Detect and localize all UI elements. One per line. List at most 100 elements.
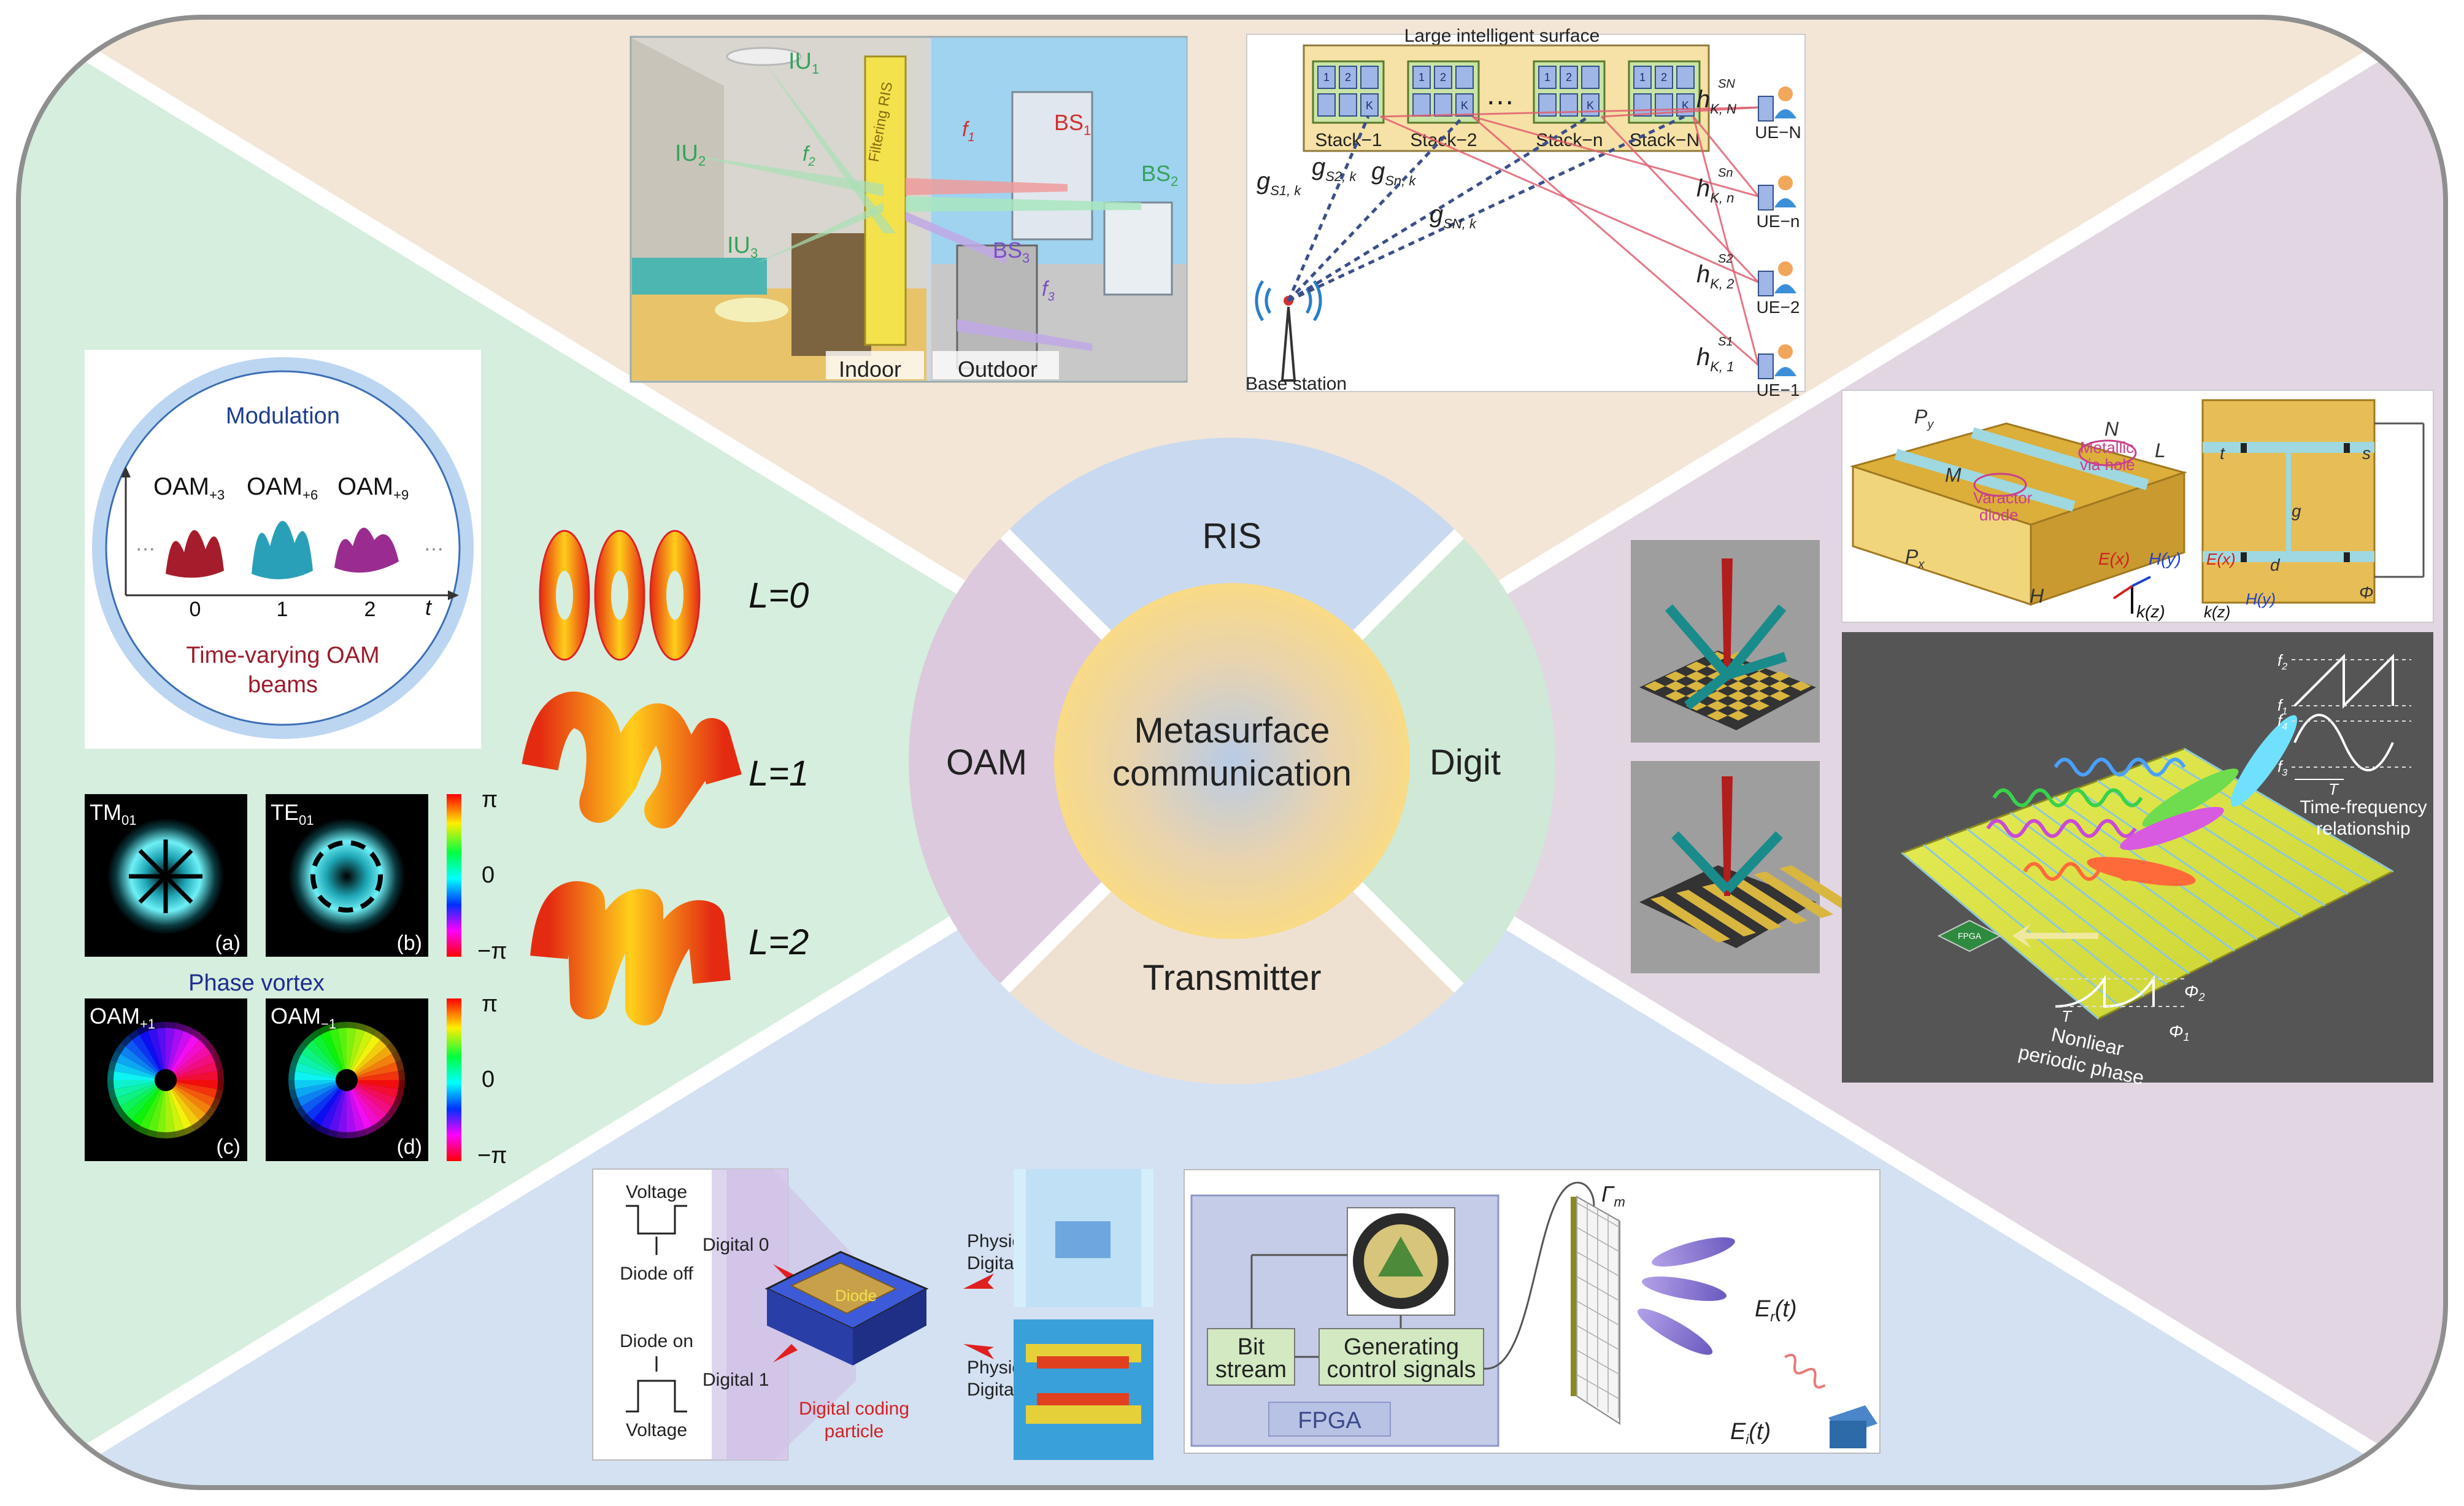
vortex-sector [336, 1022, 347, 1080]
svg-text:Φ1: Φ1 [2169, 1022, 2189, 1043]
ue-label: UE−n [1757, 212, 1800, 231]
gen-control-line1: Generating [1344, 1334, 1459, 1360]
ei-sub: i [1746, 1432, 1749, 1447]
er-label: E [1755, 1296, 1771, 1322]
colorbar-top [447, 794, 461, 957]
mode-panel-tm01: TM01 (a) [85, 794, 247, 957]
vortex-sector [347, 1022, 357, 1080]
bs2-label: BS [1141, 161, 1171, 186]
ue-label: UE−N [1755, 123, 1801, 142]
oam-beam-sub-2: +6 [302, 487, 318, 503]
stack-ellipsis: … [1485, 79, 1515, 111]
phase-2-sub: 2 [2198, 991, 2204, 1003]
tf-f1-sub: 1 [2282, 706, 2287, 717]
h-channel-label: hK, 1 [1696, 344, 1734, 374]
h-label: h [1696, 175, 1710, 202]
cbar2-pi: π [482, 991, 498, 1017]
vortex-sector [302, 1080, 347, 1125]
board-line [1944, 836, 2144, 997]
tf-graph: f2 f1 f4 f3 T Time-frequency relationshi… [2277, 651, 2427, 839]
vortex-sector [166, 1025, 195, 1080]
oam-minus1-label: OAM [271, 1003, 321, 1029]
checker-cell [1769, 691, 1790, 701]
vortex-sector [166, 1070, 224, 1080]
vortex-sector [128, 1029, 166, 1080]
phase-1-label: Φ [2169, 1022, 2183, 1041]
tf-relation-line1: Time-frequency [2300, 797, 2427, 817]
uc-top-ex-label: E(x) [2206, 550, 2236, 568]
digit-time-frequency-panel: FPGA f2 f1 f4 f3 T Time-frequency relati… [1842, 632, 2433, 1089]
transmitter-fpga-panel: Bit stream Generating control signals FP… [1184, 1169, 1881, 1454]
outer-frame [16, 15, 2448, 1490]
stack-element-label: 2 [1440, 71, 1446, 83]
indoor-user-labels: IU1 IU2 IU3 [675, 48, 819, 261]
user-body-icon [1774, 284, 1796, 293]
vortex-sector [288, 1070, 347, 1080]
h-sub: K, N [1710, 101, 1736, 117]
checker-cell [1665, 691, 1686, 701]
svg-text:f2: f2 [2277, 651, 2287, 672]
svg-text:f1: f1 [2277, 696, 2287, 717]
vortex-sector [347, 1029, 385, 1080]
checker-cell [1707, 711, 1728, 720]
oam-minus1-tag: (d) [396, 1135, 422, 1159]
transmitter-coding-panel: Voltage Diode off Diode on Voltage Digit… [592, 1168, 1153, 1461]
striped-surface [1650, 865, 1859, 943]
checker-cell [1769, 671, 1790, 681]
oam-beam-shape-3 [166, 530, 224, 578]
h-label: h [1696, 261, 1710, 288]
vortex-sector [107, 1070, 166, 1080]
uc-varactor-label: Varactor [1973, 488, 2033, 507]
checker-cell [1707, 701, 1728, 711]
oam-beam-sub-3: +9 [393, 487, 409, 503]
grid-metasurface [1576, 1195, 1620, 1425]
svg-text:OAM+1: OAM+1 [90, 1003, 155, 1032]
stack-element-label: K [1587, 99, 1594, 112]
uc-l-label: L [2155, 439, 2166, 461]
checker-cell [1686, 662, 1707, 671]
checker-cell [1728, 701, 1749, 711]
checker-cell [1686, 671, 1707, 681]
svg-text:gSN, k: gSN, k [1430, 201, 1477, 231]
modulation-title: Modulation [226, 403, 340, 429]
phase-t-label: T [2062, 1007, 2073, 1025]
vortex-sector [347, 1022, 367, 1080]
f3-sub: 3 [1047, 290, 1054, 304]
h-label: h [1696, 344, 1710, 371]
svg-text:gSn, k: gSn, k [1371, 158, 1416, 188]
diode-label: Diode [835, 1286, 877, 1305]
vortex-sector [155, 1080, 166, 1138]
uc-top-hy-label: H(y) [2246, 590, 2276, 608]
center-title-line2: communication [1112, 754, 1352, 794]
uc-p-label: P [1914, 406, 1928, 428]
vortex-sector [347, 1080, 398, 1118]
h-superscript: S1 [1718, 335, 1733, 349]
svg-text:gS2, k: gS2, k [1312, 153, 1357, 184]
svg-text:TM01: TM01 [90, 800, 136, 828]
vortex-sector [166, 1080, 186, 1138]
fpga-label: FPGA [1298, 1408, 1361, 1434]
tf-f2-sub: 2 [2281, 662, 2287, 672]
center-title-line1: Metasurface [1134, 711, 1330, 751]
tf-period-label: T [2328, 780, 2339, 798]
metasurface-edge [1571, 1197, 1577, 1396]
vortex-sector [108, 1080, 166, 1100]
voltage-bottom-label: Voltage [626, 1420, 687, 1440]
uc-kz-label: k(z) [2136, 602, 2165, 621]
vortex-sector [347, 1051, 402, 1080]
mode-panel-oam-plus1: OAM+1 (c) [85, 998, 247, 1161]
svg-text:Px: Px [1905, 546, 1925, 571]
phase-vortex-label: Phase vortex [188, 970, 325, 996]
vortex-sector [121, 1080, 166, 1125]
uc-g-label: g [2292, 501, 2301, 520]
vortex-sector [107, 1080, 166, 1091]
time-tick-0: 0 [190, 598, 201, 621]
vortex-sector [166, 1080, 210, 1125]
cbar1-zero: 0 [482, 862, 495, 888]
stripe-cell [1779, 865, 1859, 912]
checker-cell [1728, 691, 1749, 701]
ue-phone-icon [1758, 96, 1774, 122]
tf-f3-label: f [2277, 757, 2284, 776]
h-channel-line [1601, 106, 1759, 118]
